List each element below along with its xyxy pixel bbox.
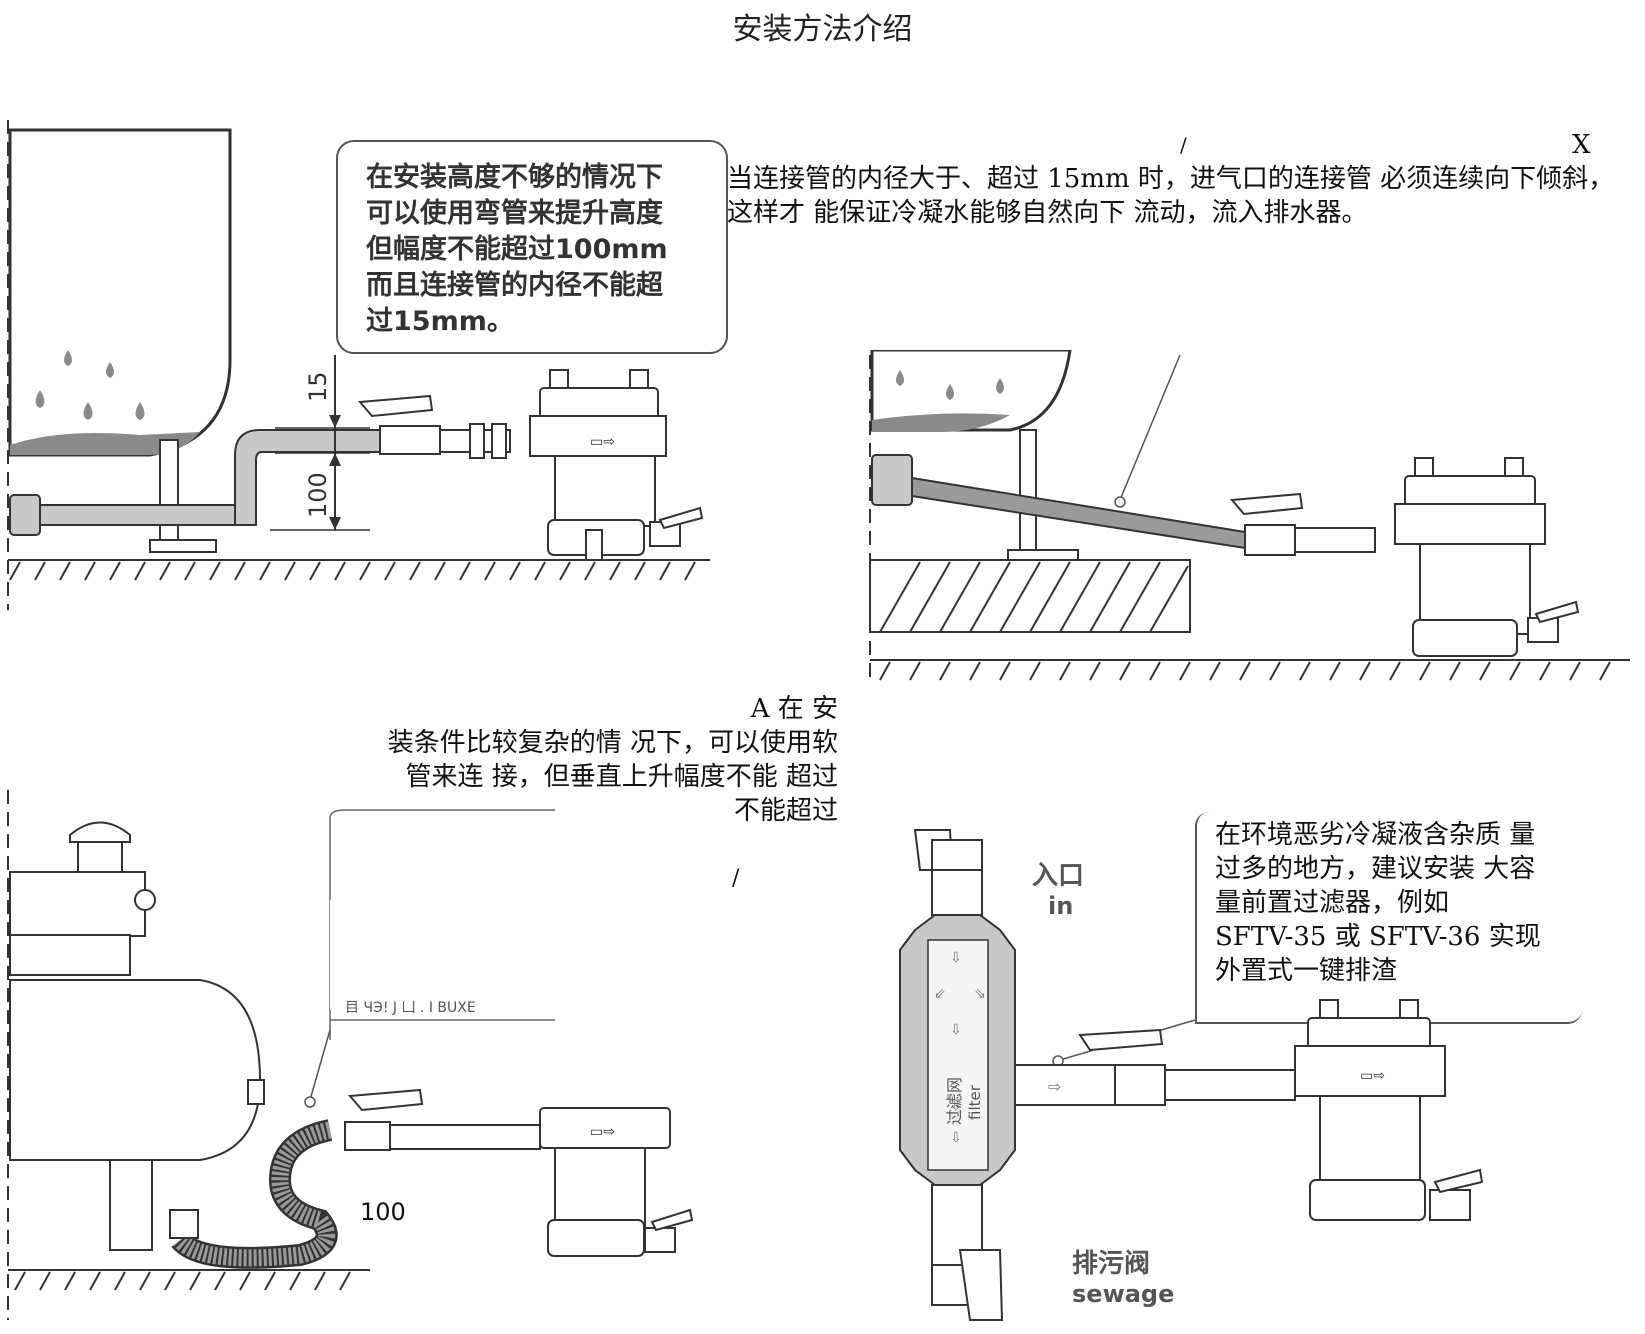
- panel-3-note: A 在 安 装条件比较复杂的情 况下，可以使用软 管来连 接，但垂直上升幅度不能…: [340, 692, 838, 828]
- flexible-hose: [173, 1121, 336, 1267]
- note-line: 这样才 能保证冷凝水能够自然向下 流动，流入排水器。: [727, 198, 1368, 228]
- panel-2-note: 当连接管的内径大于、超过 15mm 时，进气口的连接管 必须连续向下倾斜， 这样…: [727, 162, 1614, 230]
- svg-text:▭⇨: ▭⇨: [590, 434, 615, 450]
- floor-hatch: [9, 561, 696, 581]
- note-line: 管来连 接，但垂直上升幅度不能 超过: [405, 762, 838, 792]
- panel-1-callout: 在安装高度不够的情况下 可以使用弯管来提升高度 但幅度不能超过100mm 而且连…: [336, 140, 728, 354]
- note-line: 在环境恶劣冷凝液含杂质 量: [1215, 820, 1536, 850]
- inlet-label-en: in: [1048, 892, 1074, 920]
- drain-trap: [1294, 999, 1484, 1221]
- sewage-valve-handle: [958, 1249, 1004, 1321]
- sewage-label-en: sewage: [1072, 1280, 1175, 1308]
- faded-fragment: 目 ЧЭ! J 凵 . I BUXE: [345, 1000, 476, 1016]
- panel-2-diagram: [860, 348, 1640, 690]
- leader-line: [1119, 354, 1181, 501]
- panel-2-mark-x: X: [1572, 130, 1591, 160]
- callout-line: 可以使用弯管来提升高度: [366, 198, 663, 229]
- panel-2-mark-slash: /: [1180, 133, 1187, 157]
- panel-2-illustration: [869, 348, 1630, 681]
- svg-text:⇩: ⇩: [950, 1098, 962, 1114]
- svg-text:⇩: ⇩: [950, 1130, 962, 1146]
- inlet-label-cn: 入口: [1032, 861, 1085, 891]
- callout-line: 但幅度不能超过100mm: [366, 234, 668, 265]
- note-line: A 在 安: [750, 694, 838, 724]
- ball-valve: [379, 425, 441, 455]
- valve-handle: [357, 394, 434, 418]
- callout-line: 过15mm。: [366, 306, 514, 337]
- page-title: 安装方法介绍: [732, 12, 913, 47]
- drain-trap: [539, 1107, 694, 1257]
- dim-label-15: 15: [304, 371, 332, 402]
- sewage-label-cn: 排污阀: [1072, 1249, 1151, 1279]
- note-line: 不能超过: [733, 796, 838, 826]
- note-line: 当连接管的内径大于、超过 15mm 时，进气口的连接管 必须连续向下倾斜，: [727, 164, 1615, 194]
- panel-4-illustration: ⇩ ⇙ ⇘ ⇩ ⇩ ⇩ 过滤网 filter ⇨ ▭⇨: [899, 829, 1484, 1321]
- sloped-pipe: [911, 476, 1246, 550]
- note-line: 外置式一键排渣: [1215, 956, 1398, 986]
- tank-body: [8, 128, 232, 457]
- dim-label-100: 100: [360, 1198, 406, 1226]
- svg-text:⇘: ⇘: [974, 986, 986, 1002]
- compressor: [9, 821, 265, 1251]
- low-pipe: [9, 504, 251, 526]
- tank-body: [870, 348, 1072, 432]
- water-drops: [35, 350, 145, 420]
- panel-3-diagram: ▭⇨ 目 ЧЭ! J 凵 . I BUXE 100: [0, 790, 720, 1330]
- svg-text:⇙: ⇙: [934, 986, 946, 1002]
- dim-label-100: 100: [304, 472, 332, 518]
- svg-text:⇨: ⇨: [1048, 1077, 1061, 1096]
- panel-3-stray-mark: /: [732, 866, 740, 891]
- panel-4-diagram: ⇩ ⇙ ⇘ ⇩ ⇩ ⇩ 过滤网 filter ⇨ ▭⇨: [890, 820, 1630, 1325]
- drain-trap: [529, 369, 704, 561]
- callout-line: 而且连接管的内径不能超: [366, 270, 663, 301]
- svg-text:⇩: ⇩: [950, 950, 962, 966]
- note-line: 过多的地方，建议安装 大容: [1215, 854, 1536, 884]
- svg-text:▭⇨: ▭⇨: [1360, 1068, 1385, 1084]
- panel-4-note: 在环境恶劣冷凝液含杂质 量 过多的地方，建议安装 大容 量前置过滤器，例如 SF…: [1215, 818, 1595, 988]
- water-level: [10, 432, 200, 455]
- note-line: 装条件比较复杂的情 况下，可以使用软: [387, 728, 838, 758]
- filter-label-en: filter: [966, 1084, 984, 1120]
- panel-1-illustration: ▭⇨ 15 100: [7, 120, 710, 610]
- note-line: 量前置过滤器，例如: [1215, 888, 1450, 918]
- svg-text:▭⇨: ▭⇨: [590, 1124, 615, 1140]
- callout-line: 在安装高度不够的情况下: [366, 162, 663, 193]
- filter-label-cn: 过滤网: [945, 1077, 964, 1125]
- panel-1-diagram: ▭⇨ 15 100: [0, 110, 720, 620]
- drain-trap: [1394, 457, 1580, 657]
- svg-text:⇩: ⇩: [950, 1022, 962, 1038]
- panel-3-illustration: ▭⇨ 目 ЧЭ! J 凵 . I BUXE 100: [7, 790, 694, 1320]
- note-line: SFTV-35 或 SFTV-36 实现: [1215, 922, 1541, 952]
